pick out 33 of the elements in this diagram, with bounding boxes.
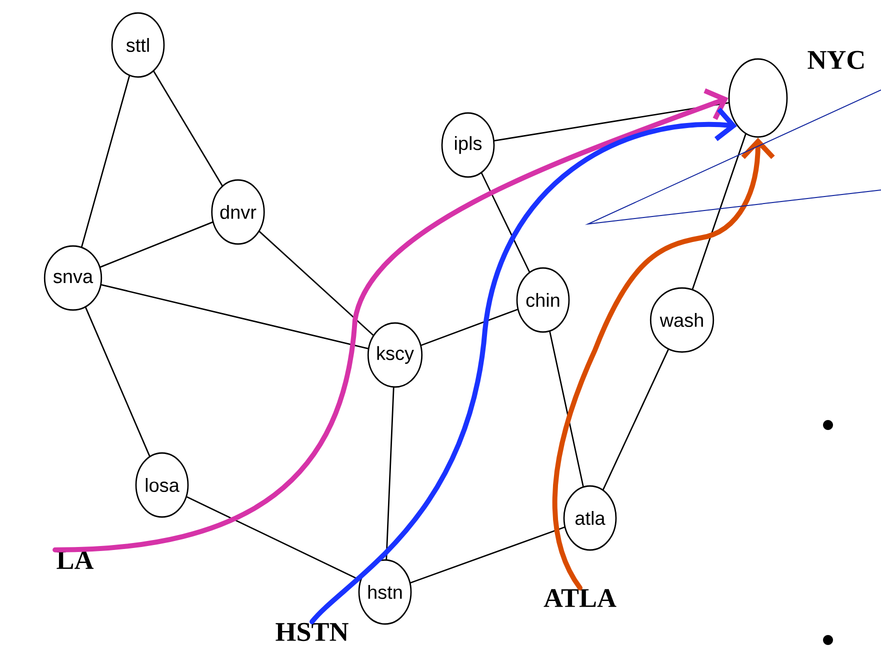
link-line — [692, 133, 746, 290]
link-line — [386, 386, 394, 560]
link-line — [153, 70, 223, 186]
city-circle — [728, 58, 788, 138]
city-node: atla — [563, 485, 617, 551]
link-line — [480, 172, 530, 273]
route-arrow — [52, 88, 728, 552]
link-line — [410, 526, 566, 584]
city-node: sttl — [111, 12, 165, 78]
link-line — [84, 306, 150, 457]
city-label: LA — [56, 551, 94, 569]
city-node: chin — [516, 267, 570, 333]
link-line — [81, 75, 130, 248]
city-node: hstn — [358, 559, 412, 625]
route-arrow — [310, 108, 737, 624]
link-line — [494, 102, 730, 142]
city-node: dnvr — [211, 179, 265, 245]
city-label: HSTN — [276, 622, 348, 642]
city-label: ATLA — [544, 589, 616, 607]
link-line — [549, 330, 584, 488]
route-arrow — [552, 138, 775, 590]
link-line — [100, 284, 369, 350]
city-node: snva — [44, 245, 102, 311]
city-node: losa — [135, 452, 189, 518]
link-line — [420, 308, 518, 346]
link-line — [100, 222, 214, 268]
city-node: wash — [650, 287, 714, 353]
city-label: NYC — [808, 50, 864, 70]
link-line — [258, 230, 374, 336]
city-node: kscy — [367, 322, 423, 388]
city-node: ipls — [441, 112, 495, 178]
link-line — [186, 496, 361, 581]
link-line — [602, 348, 669, 490]
